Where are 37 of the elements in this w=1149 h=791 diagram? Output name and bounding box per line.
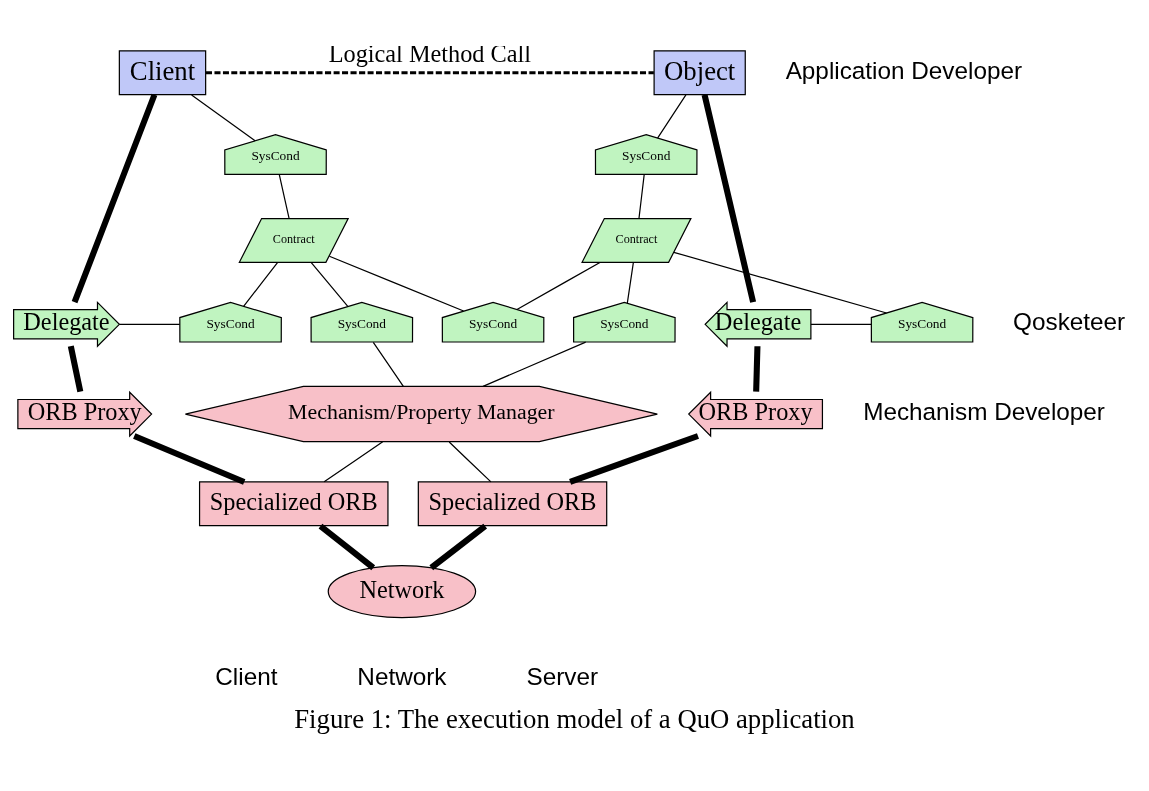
connector [318, 523, 376, 571]
connector [638, 174, 645, 219]
node-ellipse: Network [327, 564, 477, 619]
connector [118, 323, 181, 325]
connector [448, 441, 492, 483]
connector [482, 341, 587, 387]
connector [626, 262, 634, 304]
label: Network [357, 663, 447, 691]
connector [328, 255, 465, 312]
label: Client [215, 663, 278, 691]
connector [673, 251, 888, 314]
connector [71, 93, 158, 304]
label: Application Developer [785, 56, 1023, 84]
label: Qosketeer [1013, 308, 1126, 336]
node-box: Client [118, 50, 207, 96]
connector [191, 94, 256, 142]
connector [753, 346, 761, 392]
connector [516, 261, 601, 311]
label: Mechanism Developer [863, 398, 1105, 426]
connector [133, 433, 246, 485]
node-box: Object [653, 50, 746, 96]
label: Server [526, 663, 599, 691]
connector [701, 94, 757, 303]
connector [569, 433, 699, 485]
node-box: Specialized ORB [417, 481, 608, 527]
connector [810, 323, 872, 325]
connector [206, 71, 654, 75]
connector [278, 174, 290, 219]
caption: Figure 1: The execution model of a QuO application [294, 703, 855, 734]
connector [67, 345, 84, 393]
connector [656, 94, 687, 139]
connector [323, 441, 384, 483]
connector [243, 262, 279, 307]
connector [372, 341, 404, 388]
connector [429, 523, 488, 571]
connector [310, 262, 349, 307]
node-box: Specialized ORB [198, 481, 389, 527]
